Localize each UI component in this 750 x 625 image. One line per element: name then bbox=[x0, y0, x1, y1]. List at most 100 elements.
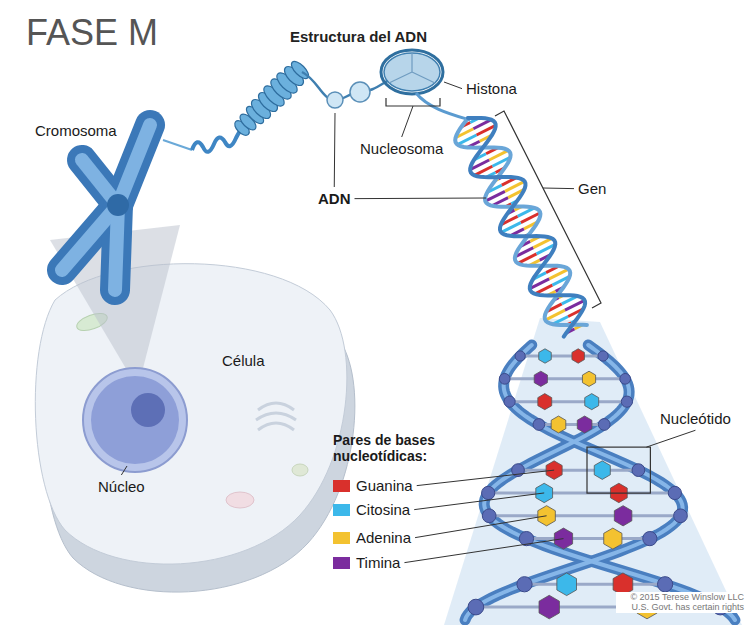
phosphate bbox=[504, 396, 515, 407]
golgi-cisterna bbox=[258, 423, 294, 430]
part-label: Cromosoma bbox=[35, 122, 117, 139]
helix-layer bbox=[455, 118, 735, 620]
nucleotide-helix bbox=[465, 345, 735, 620]
nucleobase bbox=[572, 349, 584, 363]
nucleosome-bracket bbox=[386, 98, 440, 106]
base-pair-link bbox=[510, 400, 627, 403]
phosphate bbox=[674, 509, 688, 523]
part-label: Gen bbox=[578, 180, 606, 197]
nucleosome-bead bbox=[327, 92, 343, 108]
phosphate bbox=[499, 373, 510, 384]
legend-swatch bbox=[333, 532, 350, 544]
phosphate bbox=[632, 464, 645, 477]
base-pair-link bbox=[505, 377, 626, 380]
fiber-squiggle bbox=[192, 130, 241, 152]
nucleobase bbox=[538, 394, 552, 410]
legend-row: Adenina bbox=[333, 529, 411, 546]
nucleobase bbox=[585, 394, 599, 410]
dna-backbone bbox=[468, 118, 585, 337]
phosphate bbox=[533, 419, 545, 431]
golgi-cisterna bbox=[258, 403, 294, 410]
nucleobase bbox=[604, 528, 622, 549]
nucleus bbox=[83, 368, 187, 472]
leader-line bbox=[415, 516, 547, 538]
chromosome-arm bbox=[115, 205, 118, 290]
phosphate bbox=[482, 509, 496, 523]
nucleobase bbox=[594, 461, 610, 480]
leader-line bbox=[543, 188, 574, 190]
part-label: Histona bbox=[466, 80, 517, 97]
phosphate bbox=[515, 351, 525, 361]
fiber-coil bbox=[232, 59, 311, 138]
nucleoplasm bbox=[91, 376, 179, 464]
vesicle bbox=[292, 464, 308, 476]
leader-line bbox=[334, 113, 336, 187]
nucleobase bbox=[577, 416, 592, 433]
nuclear-envelope bbox=[83, 368, 187, 472]
legend-text: Timina bbox=[356, 554, 400, 571]
phosphate bbox=[643, 531, 657, 545]
part-label: Núcleo bbox=[98, 478, 145, 495]
base-pair-link bbox=[518, 469, 638, 472]
nucleobase bbox=[539, 349, 551, 363]
legend-row: Timina bbox=[333, 554, 400, 571]
phosphate bbox=[598, 419, 610, 431]
part-label: Nucleosoma bbox=[360, 140, 443, 157]
golgi-cisterna bbox=[256, 413, 296, 420]
leader-line bbox=[355, 198, 487, 200]
leader-line bbox=[402, 106, 413, 137]
phosphate bbox=[620, 373, 631, 384]
leader-line bbox=[646, 430, 695, 447]
nucleobase bbox=[582, 371, 595, 386]
copyright-note: © 2015 Terese Winslow LLC U.S. Govt. has… bbox=[616, 592, 744, 613]
part-label: Nucleótido bbox=[660, 410, 731, 427]
leader-line bbox=[444, 82, 462, 89]
part-label: Célula bbox=[222, 352, 265, 369]
nucleotide-box bbox=[587, 447, 650, 493]
nucleobase bbox=[557, 573, 577, 596]
chromatid-outer bbox=[62, 125, 150, 290]
leader-line bbox=[404, 539, 563, 563]
dna-backbone-highlight bbox=[484, 345, 735, 620]
legend-text: Citosina bbox=[356, 501, 410, 518]
gene-helix bbox=[455, 118, 587, 337]
nucleolus bbox=[131, 393, 165, 427]
phosphate bbox=[657, 577, 672, 592]
legend-row: Citosina bbox=[333, 501, 410, 518]
slide-heading: FASE M bbox=[26, 12, 158, 53]
cell-top bbox=[35, 264, 347, 564]
vesicle bbox=[226, 492, 254, 508]
coil-disc bbox=[289, 59, 312, 82]
nucleobase bbox=[614, 506, 632, 526]
chromosome-arm bbox=[118, 125, 150, 205]
legend-heading: Pares de bases nucleotídicas: bbox=[333, 432, 473, 464]
nucleobase bbox=[534, 371, 547, 386]
phosphate bbox=[468, 599, 484, 615]
phosphate bbox=[668, 486, 681, 499]
chromatid-inner bbox=[62, 125, 150, 290]
part-label: ADN bbox=[318, 190, 351, 207]
legend-swatch bbox=[333, 480, 350, 492]
histone-sections bbox=[389, 53, 435, 83]
base-pair-link bbox=[539, 423, 604, 426]
chromosome-arm bbox=[115, 205, 118, 290]
chromosome-arm bbox=[118, 125, 150, 205]
phosphate bbox=[598, 351, 608, 361]
dna-backbone-highlight bbox=[465, 345, 683, 620]
leader-line bbox=[121, 466, 127, 475]
dna-wrap bbox=[381, 50, 443, 94]
nucleobase bbox=[539, 595, 559, 619]
golgi bbox=[256, 403, 296, 430]
base-pair-link bbox=[489, 514, 680, 517]
phosphate bbox=[482, 486, 495, 499]
legend-swatch bbox=[333, 504, 350, 516]
base-pair-link bbox=[520, 355, 603, 358]
leader-line bbox=[417, 470, 554, 486]
nucleobase bbox=[551, 416, 566, 433]
zoom-fan bbox=[444, 318, 742, 625]
centromere bbox=[107, 194, 129, 216]
phosphate bbox=[621, 396, 632, 407]
fiber-link bbox=[163, 140, 192, 150]
base-pair-link bbox=[524, 583, 665, 586]
